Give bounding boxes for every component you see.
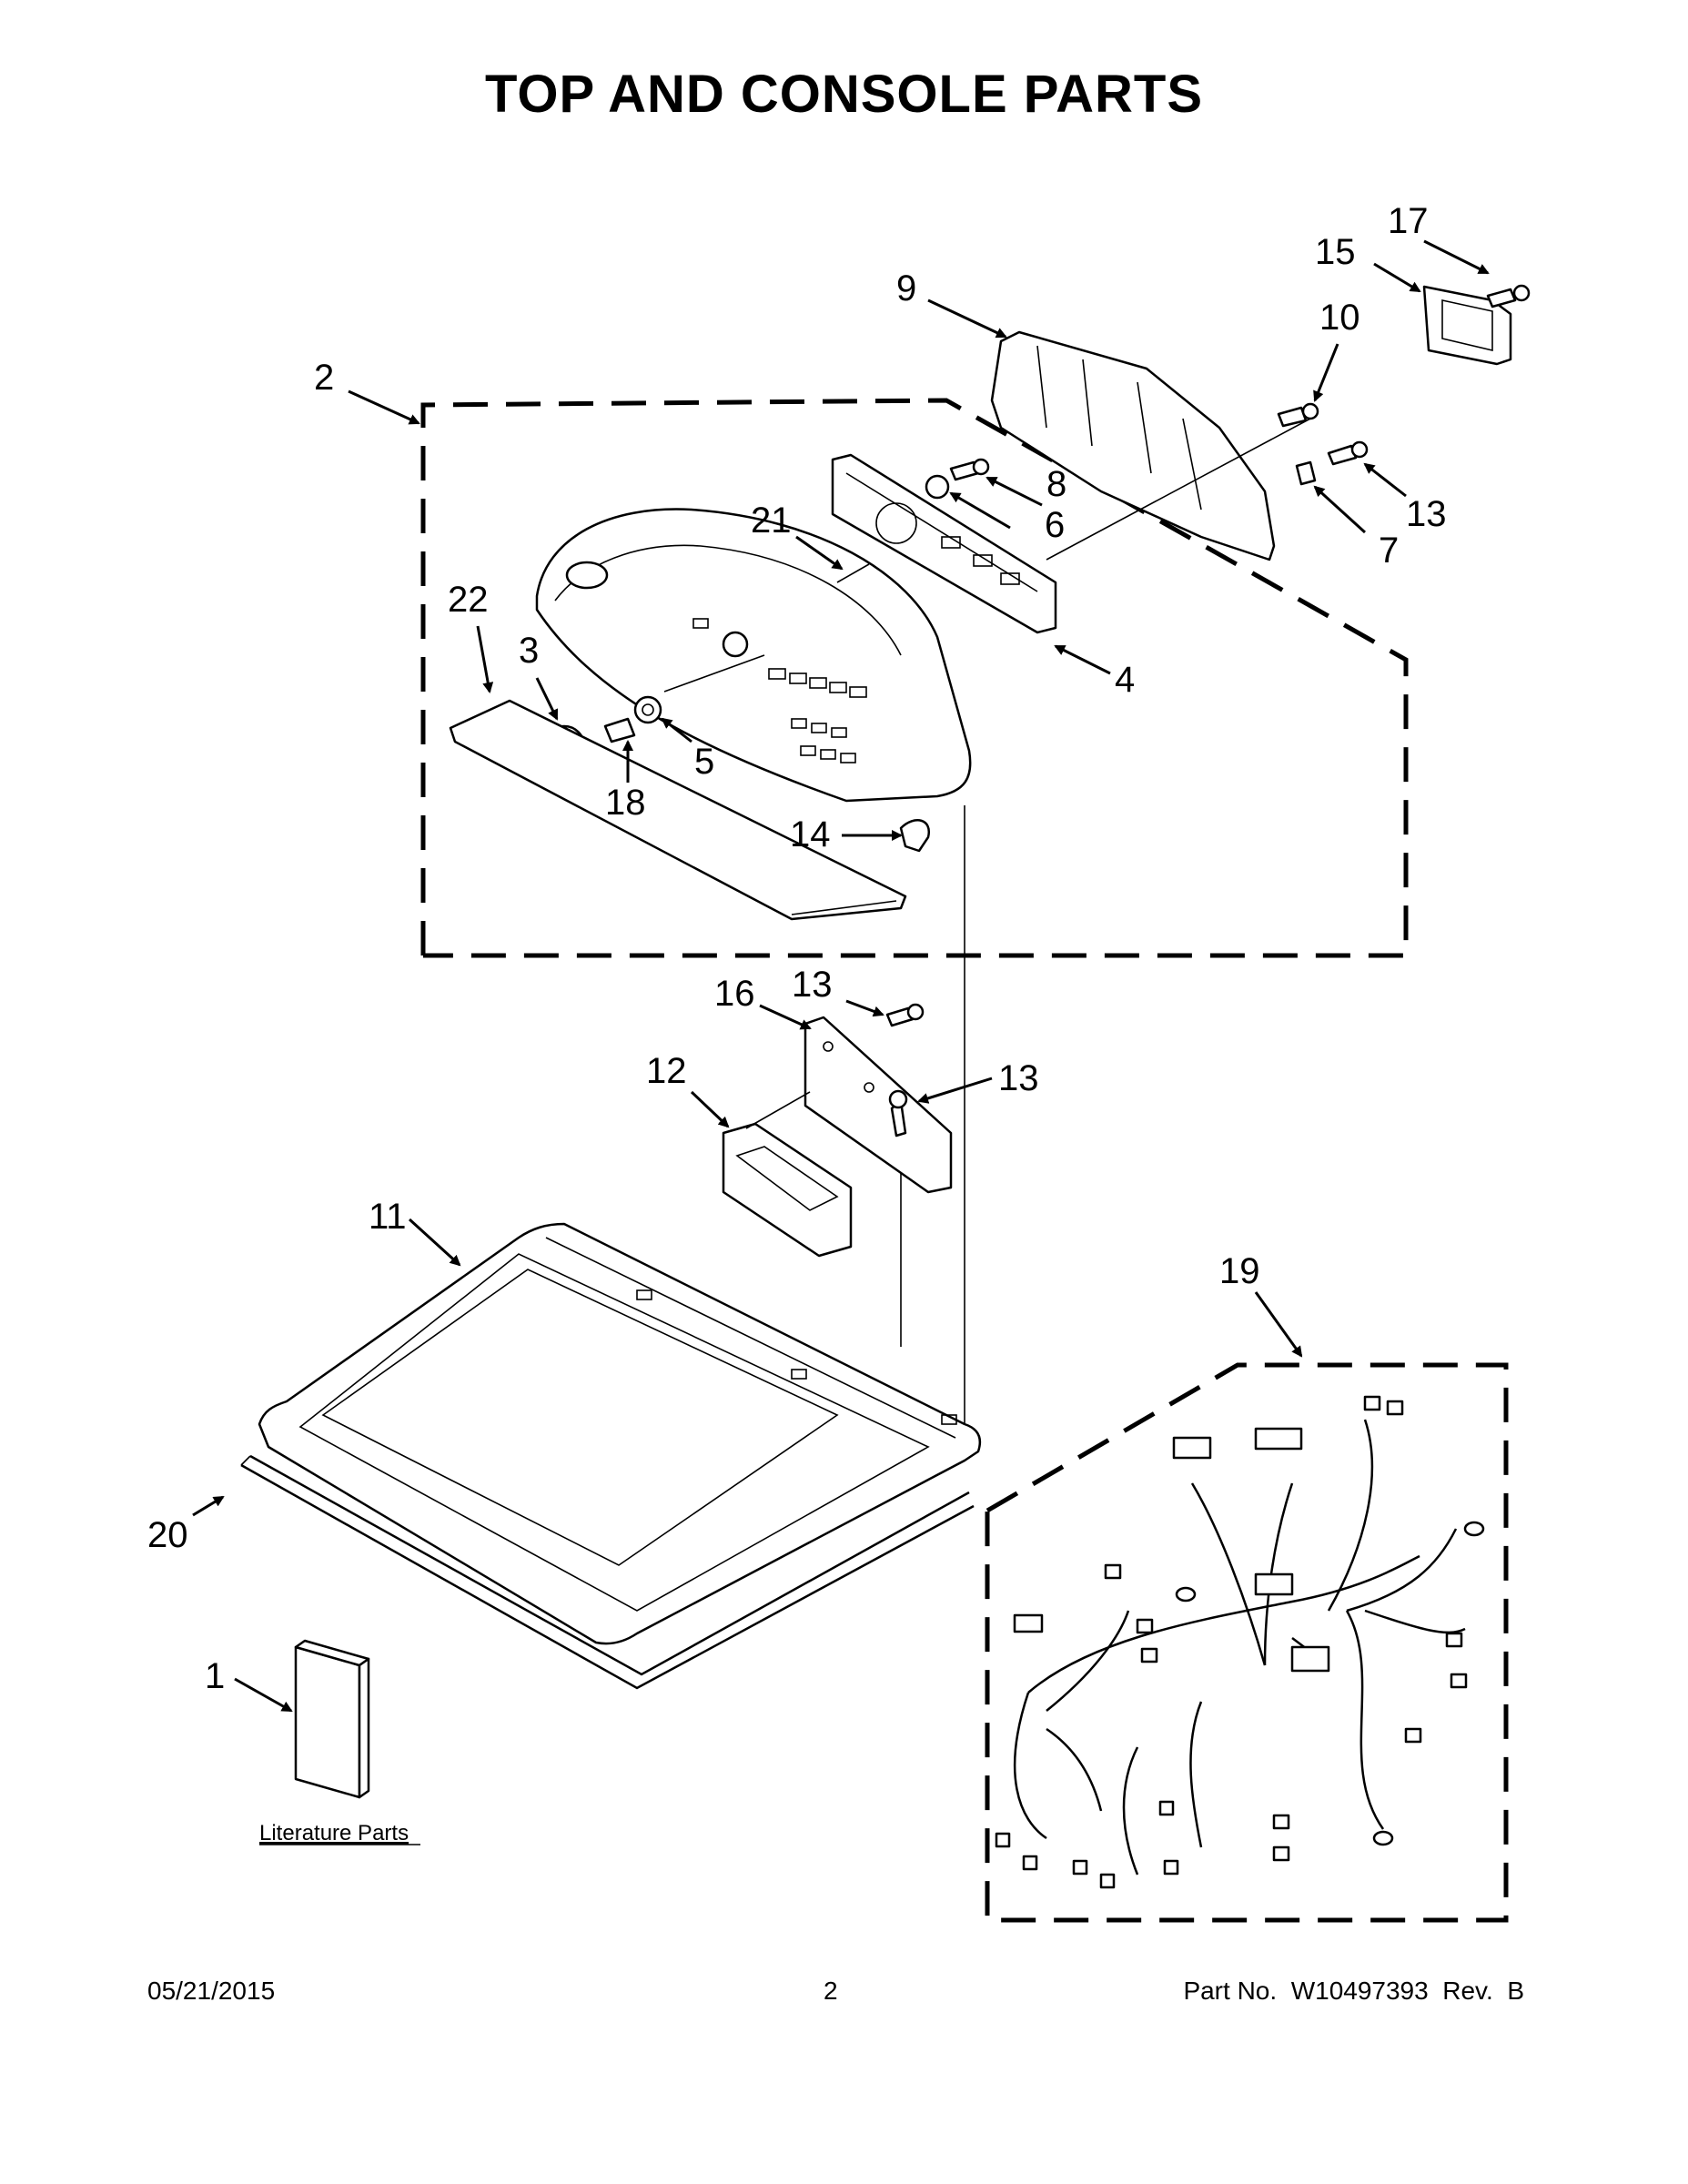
clip-7 [1295,460,1317,486]
screw-17 [1486,284,1531,308]
console-assembly-boundary [420,398,1409,958]
control-board [831,453,1057,634]
callout-13-top: 13 [1406,494,1447,534]
literature-parts-label: Literature Parts [259,1821,409,1845]
callout-9: 9 [896,268,916,308]
callout-18: 18 [605,783,646,823]
callout-20: 20 [147,1515,188,1555]
knob-clip-6 [925,474,950,500]
callout-5: 5 [694,742,714,782]
console-gasket-22 [449,699,907,921]
callout-10: 10 [1319,298,1360,338]
callout-2: 2 [314,358,334,398]
screw-13-middle [885,1003,925,1027]
callout-13-middle: 13 [792,965,833,1005]
callout-12: 12 [646,1051,687,1091]
wire-harness-boundary [985,1362,1509,1923]
callout-15: 15 [1315,232,1356,272]
callout-16: 16 [714,974,755,1014]
wire-harness-19 [995,1395,1485,1889]
callout-8: 8 [1046,464,1066,504]
console-back-panel [990,330,1276,561]
literature-parts-book [294,1639,370,1799]
clip-14 [899,819,931,853]
callout-13-lower: 13 [998,1058,1039,1098]
callout-3: 3 [519,631,539,671]
gasket-20 [240,1454,975,1690]
screw-13-lower [888,1089,908,1138]
callout-14: 14 [790,814,831,854]
screw-8 [949,458,990,481]
footer-page-number: 2 [824,1977,838,2005]
footer-date: 05/21/2015 [147,1977,276,2005]
page-title: TOP AND CONSOLE PARTS [484,65,1204,124]
leader-arrows [192,239,1490,1713]
callout-1: 1 [205,1656,225,1696]
module-12 [722,1122,853,1258]
screw-10 [1277,402,1319,428]
callout-21: 21 [751,500,792,541]
bracket-16 [804,1016,953,1194]
screw-13-top [1327,440,1369,466]
top-panel-11 [258,1222,982,1645]
spacer-18 [603,717,636,743]
callout-22: 22 [448,580,489,620]
callout-6: 6 [1045,505,1065,545]
callout-4: 4 [1115,660,1135,700]
footer-part-number: Part No. W10497393 Rev. B [1183,1977,1524,2005]
callout-11: 11 [369,1197,407,1237]
callout-17: 17 [1388,201,1429,241]
callout-19: 19 [1219,1251,1260,1291]
callout-7: 7 [1379,531,1399,571]
encoder-5 [633,695,662,724]
console-buttons [768,668,867,763]
